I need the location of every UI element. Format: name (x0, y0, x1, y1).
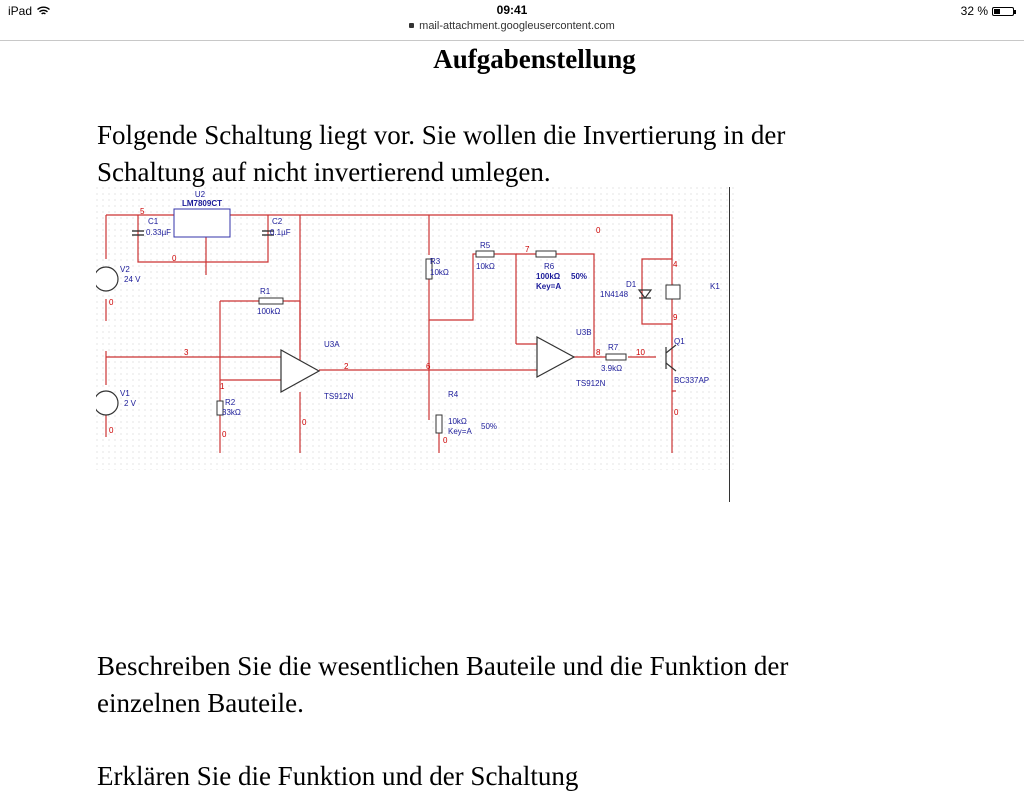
node-0: 0 (443, 436, 448, 445)
r6-key: Key=A (536, 282, 561, 291)
document-title: Aufgabenstellung (433, 44, 636, 74)
r4-key: Key=A (448, 427, 472, 436)
node-labels: 5 0 0 3 1 2 6 7 8 10 4 9 0 0 0 0 0 0 (109, 207, 679, 445)
node-0: 0 (222, 430, 227, 439)
capacitor-c1 (132, 230, 144, 236)
q1-type: BC337AP (674, 376, 709, 385)
image-edge-line (729, 187, 730, 502)
r4-percent: 50% (481, 422, 497, 431)
voltage-source-v1 (96, 390, 119, 416)
node-5: 5 (140, 207, 145, 216)
resistor-r7 (605, 353, 627, 361)
task-paragraph-2: Erklären Sie die Funktion und der Schalt… (97, 758, 997, 795)
resistor-r5 (475, 250, 495, 258)
u3b-label: U3B (576, 328, 592, 337)
node-0: 0 (172, 254, 177, 263)
k1-label: K1 (710, 282, 720, 291)
resistor-r2 (216, 400, 224, 416)
node-1: 1 (220, 382, 225, 391)
status-bar: iPad 09:41 32 % (0, 0, 1024, 22)
d1-label: D1 (626, 280, 637, 289)
node-9: 9 (673, 313, 678, 322)
node-0: 0 (596, 226, 601, 235)
opamp-u3a (280, 348, 321, 394)
node-0: 0 (109, 298, 114, 307)
lock-icon (409, 23, 415, 28)
r1-label: R1 (260, 287, 271, 296)
intro-line-1: Folgende Schaltung liegt vor. Sie wollen… (97, 120, 786, 150)
u3b-type: TS912N (576, 379, 606, 388)
potentiometer-r4 (435, 414, 443, 434)
node-8: 8 (596, 348, 601, 357)
node-7: 7 (525, 245, 530, 254)
r6-percent: 50% (571, 272, 587, 281)
node-10: 10 (636, 348, 645, 357)
v1-label: V1 (120, 389, 130, 398)
url-text: mail-attachment.googleusercontent.com (419, 20, 615, 32)
intro-paragraph: Folgende Schaltung liegt vor. Sie wollen… (97, 117, 997, 191)
task-line-2: einzelnen Bauteile. (97, 688, 304, 718)
diode-d1 (637, 289, 653, 299)
v2-label: V2 (120, 265, 130, 274)
d1-type: 1N4148 (600, 290, 629, 299)
r7-label: R7 (608, 343, 619, 352)
r4-label: R4 (448, 390, 459, 399)
node-6: 6 (426, 362, 431, 371)
battery-percent: 32 % (960, 4, 988, 18)
node-0: 0 (674, 408, 679, 417)
v1-value: 2 V (124, 399, 137, 408)
r5-value: 10kΩ (476, 262, 495, 271)
status-left: iPad (8, 4, 50, 18)
c2-label: C2 (272, 217, 283, 226)
r2-label: R2 (225, 398, 236, 407)
relay-k1 (665, 284, 681, 300)
r6-value: 100kΩ (536, 272, 561, 281)
capacitor-c2 (262, 230, 274, 236)
resistor-r1 (258, 297, 284, 305)
r4-value: 10kΩ (448, 417, 467, 426)
node-3: 3 (184, 348, 189, 357)
intro-line-2: Schaltung auf nicht invertierend umlegen… (97, 157, 551, 187)
r5-label: R5 (480, 241, 491, 250)
u2-label: U2 (195, 190, 206, 199)
c1-label: C1 (148, 217, 159, 226)
node-0: 0 (109, 426, 114, 435)
clock: 09:41 (496, 3, 528, 17)
voltage-source-v2 (96, 266, 119, 292)
task-line-1: Beschreiben Sie die wesentlichen Bauteil… (97, 651, 789, 681)
opamp-u3b (536, 335, 576, 379)
c1-value: 0.33µF (146, 228, 171, 237)
node-0: 0 (302, 418, 307, 427)
r3-label: R3 (430, 257, 441, 266)
node-4: 4 (673, 260, 678, 269)
wifi-icon (37, 6, 50, 15)
c2-value: 0.1µF (270, 228, 291, 237)
q1-label: Q1 (674, 337, 685, 346)
task-paragraph: Beschreiben Sie die wesentlichen Bauteil… (97, 648, 997, 722)
task2-line-1: Erklären Sie die Funktion und der Schalt… (97, 761, 579, 791)
node-2: 2 (344, 362, 349, 371)
potentiometer-r6 (535, 250, 557, 258)
status-right: 32 % (960, 4, 1016, 18)
r7-value: 3.9kΩ (601, 364, 622, 373)
r6-label: R6 (544, 262, 555, 271)
circuit-diagram: U2 LM7809CT C1 0.33µF C2 0.1µF V2 24 V V… (96, 187, 736, 470)
device-name: iPad (8, 4, 33, 18)
regulator-block (173, 208, 231, 238)
u3a-label: U3A (324, 340, 340, 349)
toolbar-divider (0, 40, 1024, 41)
battery-icon (992, 6, 1016, 16)
v2-value: 24 V (124, 275, 141, 284)
u3a-type: TS912N (324, 392, 354, 401)
r3-value: 10kΩ (430, 268, 449, 277)
r1-value: 100kΩ (257, 307, 280, 316)
transistor-q1 (665, 344, 677, 372)
r2-value: 33kΩ (222, 408, 241, 417)
u2-type: LM7809CT (182, 199, 222, 208)
battery-fill (994, 8, 1000, 14)
address-bar[interactable]: mail-attachment.googleusercontent.com (0, 20, 1024, 38)
resistor-r3 (425, 258, 433, 280)
